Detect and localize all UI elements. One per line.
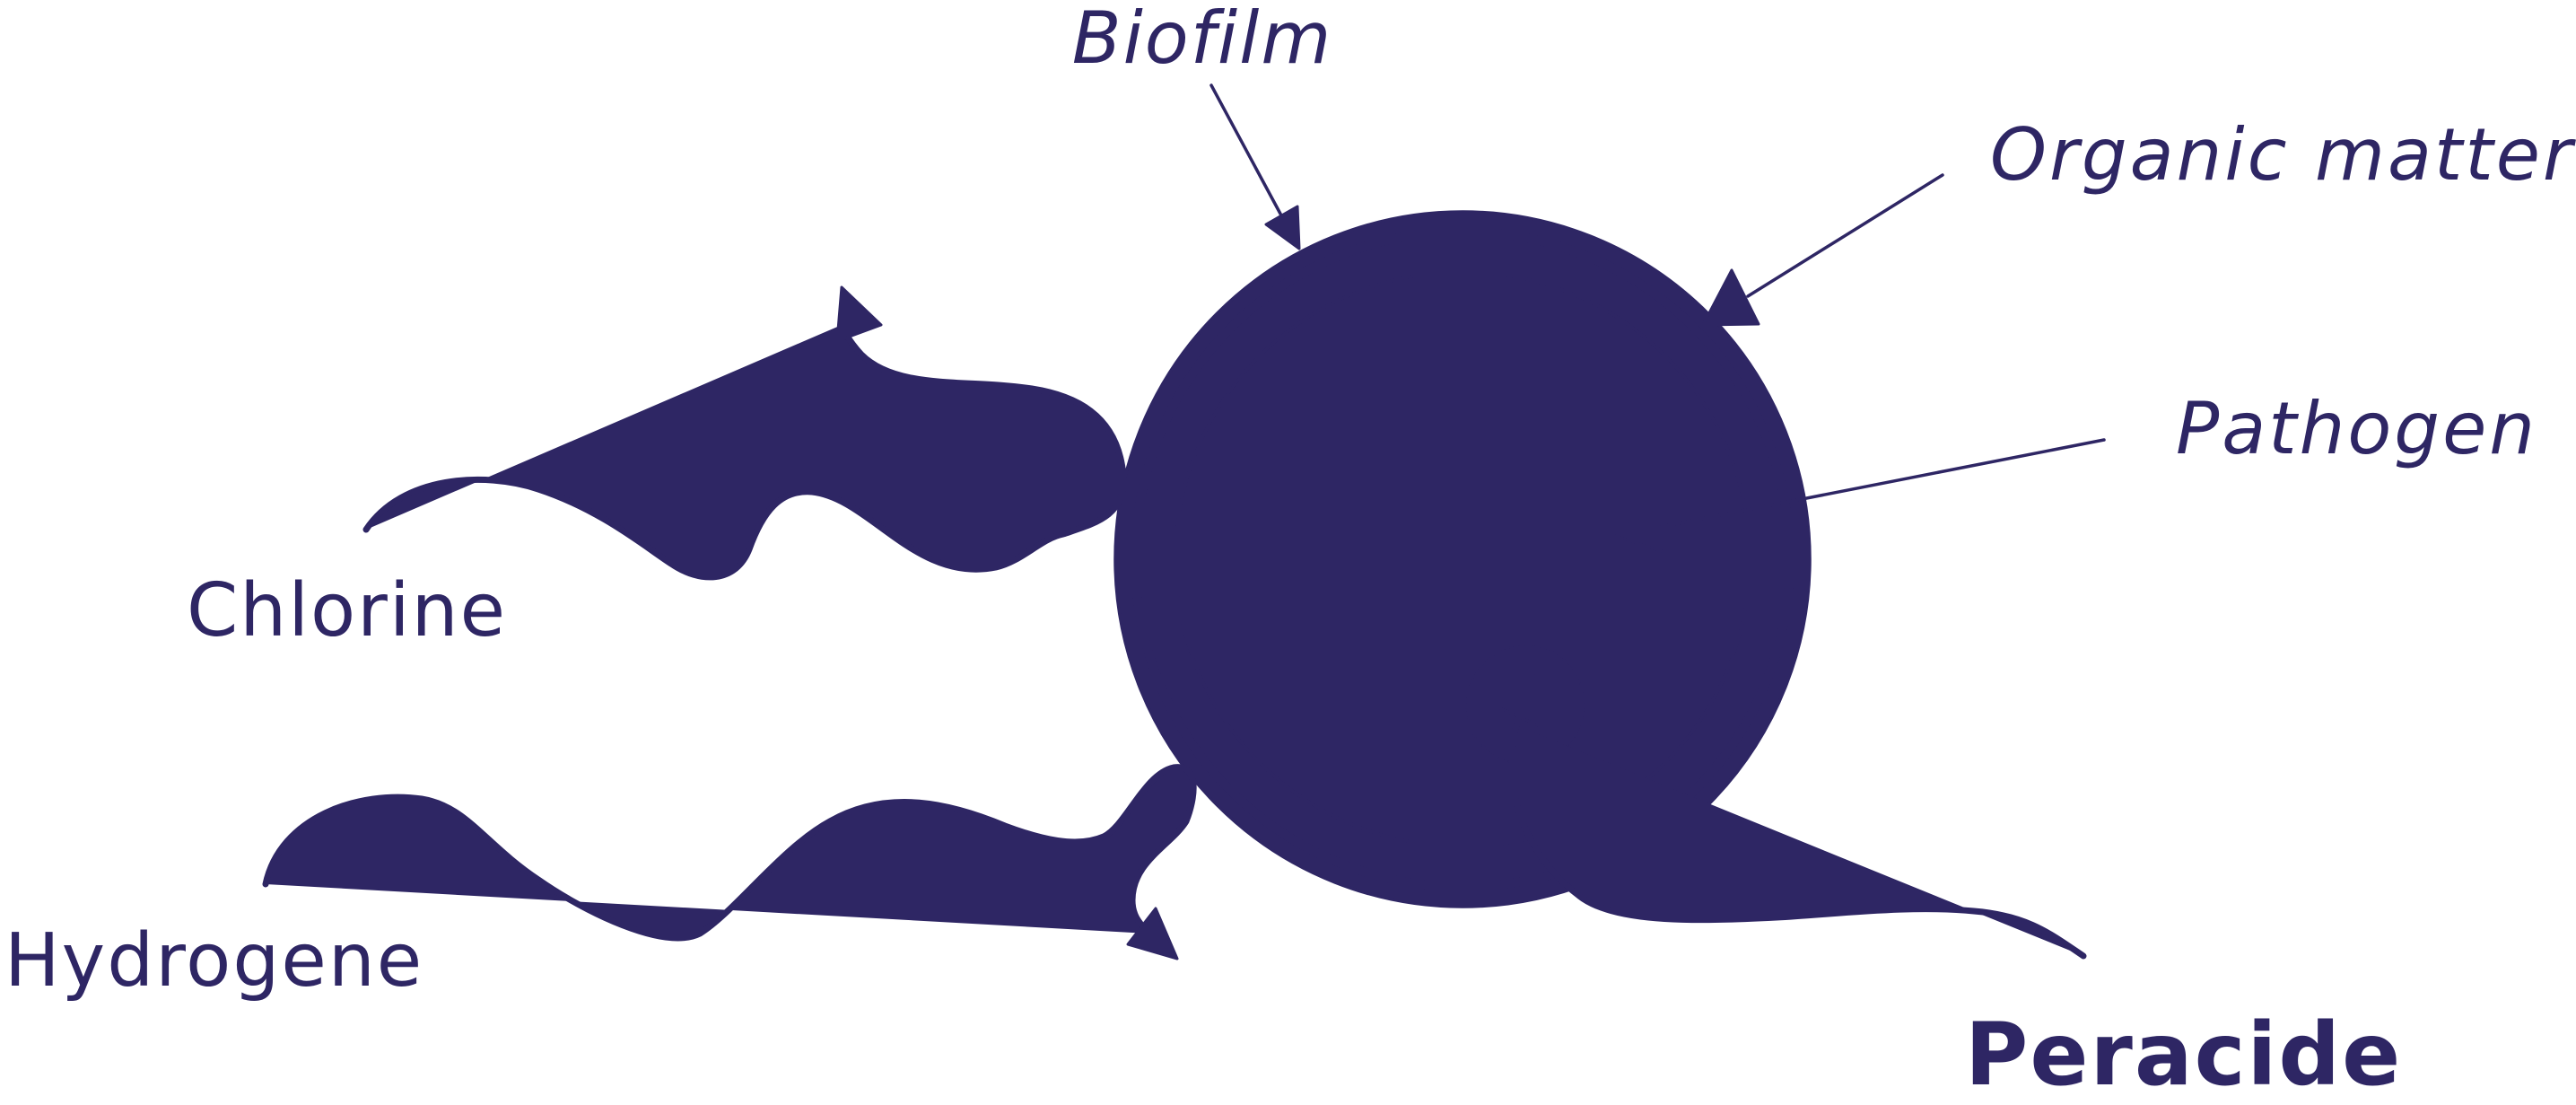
peracide-arrowhead bbox=[1497, 673, 1543, 729]
biofilm-label: Biofilm bbox=[1072, 0, 1333, 80]
chlorine-arrowhead bbox=[835, 285, 883, 343]
pathogen-label: Pathogen bbox=[2176, 387, 2537, 470]
hydrogene-wave-path bbox=[262, 764, 1197, 942]
pathogen-arrowhead bbox=[1611, 505, 1666, 554]
biofilm-arrowhead bbox=[1264, 205, 1301, 250]
pathogen-cell-circle bbox=[1174, 270, 1751, 848]
hydrogene-label: Hydrogene bbox=[4, 918, 424, 1004]
organic-matter-arrowhead bbox=[1701, 268, 1760, 327]
chlorine-label: Chlorine bbox=[187, 568, 507, 653]
peracide-wave-path bbox=[1508, 722, 2087, 960]
organic-matter-label: Organic matter bbox=[1990, 113, 2576, 197]
pathogen-pointer-line bbox=[1649, 438, 2106, 531]
chlorine-wave-path bbox=[362, 321, 1127, 581]
hydrogene-arrowhead bbox=[1126, 907, 1179, 960]
peracide-label: Peracide bbox=[1965, 1004, 2402, 1105]
biofilm-pointer-line bbox=[1209, 83, 1283, 217]
organic-matter-pointer-line bbox=[1746, 173, 1944, 298]
